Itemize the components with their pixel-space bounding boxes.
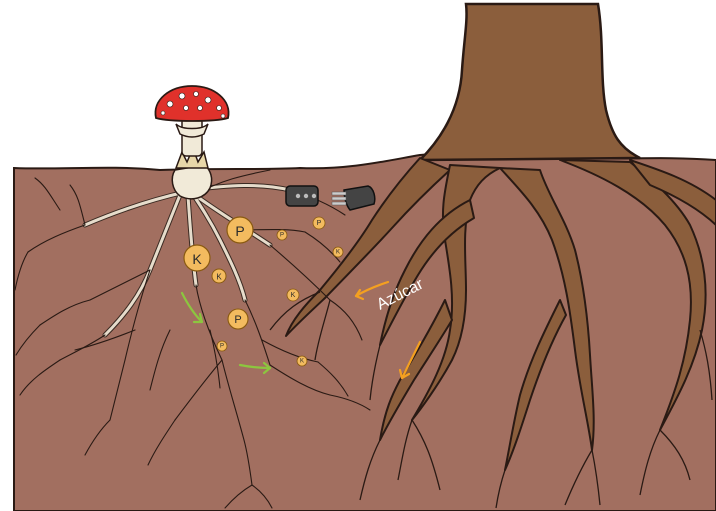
connector-plug-icon (286, 186, 318, 206)
phosphorus-label: P (280, 233, 284, 239)
potassium-label: K (336, 250, 340, 256)
phosphorus-marker: P (228, 309, 248, 329)
potassium-marker: K (287, 289, 299, 301)
phosphorus-label: P (220, 344, 224, 350)
mushroom-base (172, 165, 211, 199)
phosphorus-label: P (317, 220, 322, 227)
potassium-marker: K (212, 269, 226, 283)
potassium-marker: K (184, 245, 210, 271)
potassium-label: K (216, 273, 222, 282)
potassium-label: K (300, 359, 304, 365)
soil (14, 154, 716, 511)
potassium-label: K (192, 251, 202, 267)
soil-block (14, 154, 716, 511)
potassium-label: K (291, 292, 296, 299)
potassium-marker: K (297, 356, 307, 366)
phosphorus-marker: P (227, 217, 253, 243)
phosphorus-marker: P (277, 230, 287, 240)
phosphorus-label: P (235, 223, 244, 239)
phosphorus-marker: P (313, 217, 325, 229)
tree-trunk-icon (420, 4, 640, 160)
potassium-marker: K (333, 247, 343, 257)
phosphorus-label: P (234, 314, 241, 326)
mushroom-cap (155, 86, 228, 121)
phosphorus-marker: P (217, 341, 227, 351)
